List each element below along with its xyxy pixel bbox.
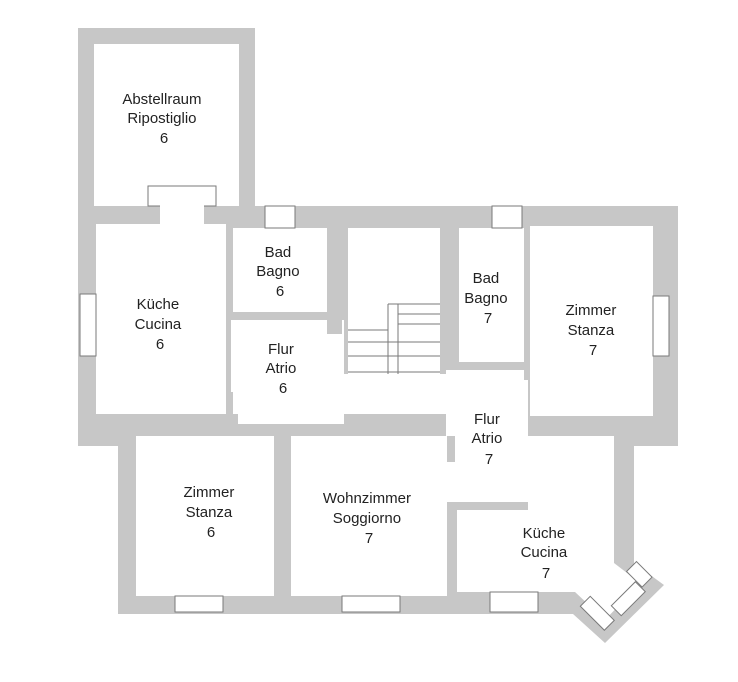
stub-bad7-b <box>459 362 489 370</box>
room-kueche-6 <box>96 224 226 414</box>
label-flur-7: Flur Atrio 7 <box>471 411 506 468</box>
stair-landing <box>388 304 440 374</box>
room-flur-7 <box>446 370 528 502</box>
window-zimmer-6 <box>174 595 224 613</box>
room-hall-connector <box>342 374 448 414</box>
stub-flur6-c <box>327 312 342 334</box>
room-bad-7 <box>459 228 524 362</box>
room-flur-6 <box>231 320 344 424</box>
label-zimmer-6: Zimmer Stanza 6 <box>184 484 239 541</box>
stub-flur7-a <box>447 436 455 462</box>
room-zimmer-7 <box>530 226 653 416</box>
label-bad-6: Bad Bagno 6 <box>256 244 304 300</box>
window-zimmer-7 <box>652 295 670 357</box>
label-flur-6: Flur Atrio 6 <box>265 341 300 397</box>
window-bay-right <box>610 581 646 617</box>
stub-flur6-b <box>300 312 327 320</box>
label-zimmer-7: Zimmer Stanza 7 <box>566 302 621 359</box>
window-bad-6 <box>264 205 296 229</box>
label-kueche-7: Küche Cucina 7 <box>521 525 572 582</box>
window-kueche-6 <box>79 293 97 357</box>
doorway-abstellraum <box>160 196 204 224</box>
stub-flur6-a <box>233 312 263 320</box>
windows <box>79 185 670 631</box>
room-wohnzimmer-7 <box>291 436 447 596</box>
room-labels: Abstellraum Ripostiglio 6 Küche Cucina 6… <box>122 91 621 582</box>
label-bad-7: Bad Bagno 7 <box>464 270 512 327</box>
window-wohnzimmer-7 <box>341 595 401 613</box>
stub-zimmer6 <box>274 424 291 436</box>
room-abstellraum <box>94 44 239 206</box>
stub-kueche6-b <box>226 414 238 436</box>
window-kueche-7 <box>489 591 539 613</box>
stub-bad7-a <box>446 262 459 314</box>
window-bay-top <box>625 560 653 588</box>
stub-kueche6-a <box>226 392 233 414</box>
label-abstellraum: Abstellraum Ripostiglio 6 <box>122 91 205 147</box>
label-wohnzimmer-7: Wohnzimmer Soggiorno 7 <box>323 490 415 547</box>
stub-flur7-b <box>457 502 487 510</box>
window-bay-left <box>579 595 615 631</box>
room-bad-6 <box>233 228 327 312</box>
room-kueche-7 <box>457 436 640 620</box>
room-zimmer-6 <box>136 436 274 596</box>
label-kueche-6: Küche Cucina 6 <box>135 296 186 353</box>
door-stubs <box>226 262 530 510</box>
window-bad-7 <box>491 205 523 229</box>
staircase <box>348 303 440 374</box>
stub-zimmer7 <box>524 362 530 380</box>
